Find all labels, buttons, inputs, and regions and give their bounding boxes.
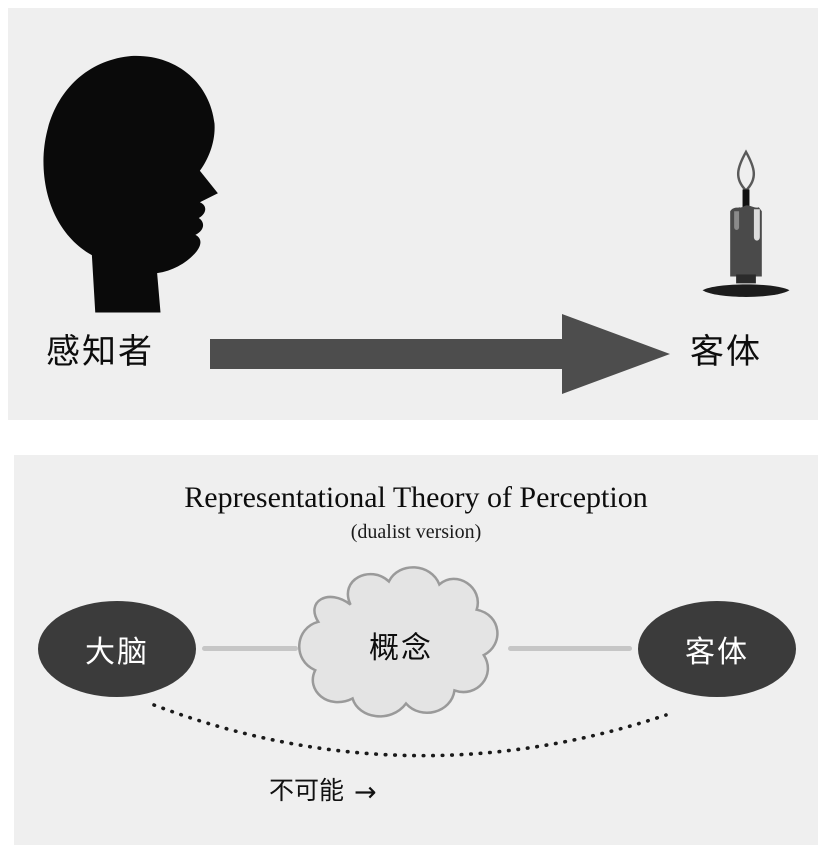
concept-cloud-icon: [298, 566, 499, 718]
brain-node: 大脑: [38, 601, 196, 697]
object-label: 客体: [690, 334, 762, 371]
link-line-left: [202, 646, 298, 651]
panel-subtitle: (dualist version): [350, 521, 482, 543]
concept-node-label: 概念: [369, 632, 433, 665]
head-silhouette-icon: [43, 55, 218, 313]
impossible-label-group: 不可能 →: [269, 771, 377, 808]
representational-theory-panel: Representational Theory of Perception (d…: [14, 455, 818, 845]
object-node-label: 客体: [685, 636, 749, 669]
impossible-label: 不可能: [269, 778, 345, 805]
object-node: 客体: [638, 601, 796, 697]
brain-node-label: 大脑: [85, 636, 149, 669]
right-arrow-icon: →: [354, 776, 377, 808]
perceiver-label: 感知者: [46, 334, 154, 371]
panel-title: Representational Theory of Perception: [184, 481, 648, 514]
link-line-right: [508, 646, 632, 651]
impossible-arc-icon: [152, 703, 668, 758]
perception-arrow-icon: [210, 314, 670, 394]
candle-icon: [702, 149, 790, 297]
perception-panel: 感知者 客体: [8, 8, 818, 420]
